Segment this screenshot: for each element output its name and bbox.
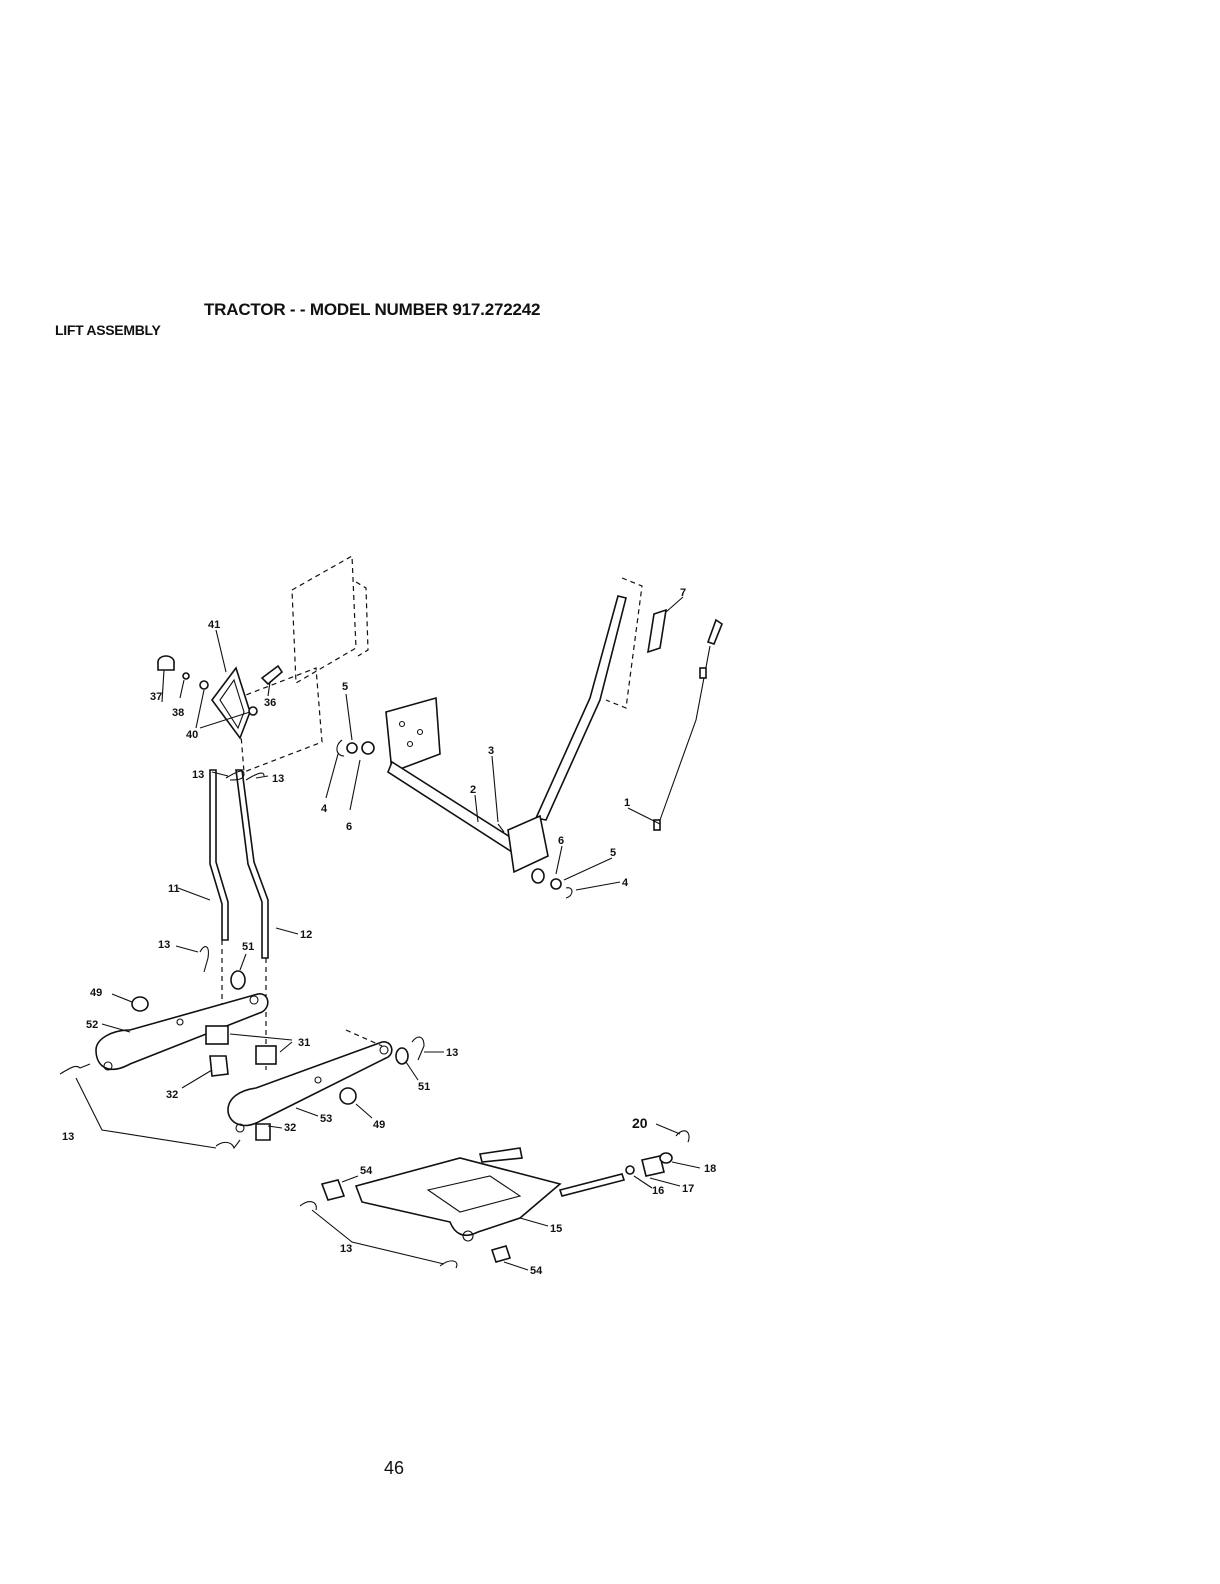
callout-13-b: 13: [272, 773, 284, 785]
callout-13-c: 13: [158, 939, 170, 951]
part-16-nut: [625, 1165, 635, 1175]
part-15-draft-bracket: [354, 1147, 626, 1242]
callout-32-b: 32: [284, 1122, 296, 1134]
callout-49-b: 49: [373, 1119, 385, 1131]
callout-4: 4: [321, 803, 328, 815]
part-40-washer-2: [248, 706, 258, 716]
part-17-ferrule: [641, 1155, 665, 1177]
callout-38: 38: [172, 707, 184, 719]
part-5-washer: [346, 742, 358, 754]
lift-handle: [507, 577, 643, 874]
callout-53: 53: [320, 1113, 332, 1125]
callout-40: 40: [186, 729, 198, 741]
callout-54: 54: [360, 1165, 373, 1177]
callout-11: 11: [168, 883, 180, 895]
callout-1: 1: [624, 797, 630, 809]
part-12-lift-link: [235, 769, 269, 959]
callout-41: 41: [208, 619, 220, 631]
callout-52: 52: [86, 1019, 98, 1031]
part-51-washer-2: [395, 1047, 409, 1065]
part-13-pin-c: [199, 946, 209, 973]
page-title: TRACTOR - - MODEL NUMBER 917.272242: [204, 300, 541, 319]
callout-49: 49: [90, 987, 102, 999]
part-7-grip: [647, 608, 667, 654]
part-38-screw: [182, 672, 190, 680]
callout-36: 36: [264, 697, 276, 709]
part-13-pin-d: [59, 1063, 91, 1075]
part-13-pin-g: [299, 1201, 317, 1211]
part-13-pin-a: [225, 770, 245, 781]
part-20-pin: [675, 1130, 690, 1143]
callout-15: 15: [550, 1223, 562, 1235]
part-36-clip: [260, 664, 284, 686]
part-54-bolt: [320, 1179, 346, 1201]
callout-20: 20: [632, 1115, 648, 1131]
callout-13-e: 13: [446, 1047, 458, 1059]
callout-3: 3: [488, 745, 494, 757]
callout-13-f: 13: [340, 1243, 352, 1255]
part-4-clip: [336, 739, 345, 757]
callout-54-b: 54: [530, 1265, 543, 1277]
part-6-bushing: [361, 741, 375, 755]
part-32-nut: [209, 1055, 229, 1077]
page-number: 46: [384, 1458, 405, 1478]
part-4-clip-2: [565, 887, 573, 899]
part-40-washer: [199, 680, 209, 690]
part-37-knob-base: [157, 662, 175, 671]
part-49-nut: [131, 996, 149, 1012]
part-54-bolt-2: [490, 1245, 512, 1263]
callout-6-b: 6: [558, 835, 564, 847]
alignment-line-3: [345, 1029, 383, 1047]
callout-18: 18: [704, 1163, 716, 1175]
part-52-lift-arm: [95, 993, 269, 1071]
frame-panel: [237, 554, 369, 773]
part-13-pin-f: [215, 1139, 241, 1150]
part-32-nut-2: [255, 1123, 271, 1141]
callout-5: 5: [342, 681, 348, 693]
part-51-washer: [230, 970, 246, 990]
callout-16: 16: [652, 1185, 664, 1197]
callout-32: 32: [166, 1089, 178, 1101]
part-31-trunnion-2: [255, 1045, 277, 1065]
callout-13-a: 13: [192, 769, 204, 781]
callout-17: 17: [682, 1183, 694, 1195]
part-41-bracket: [211, 666, 251, 740]
callout-51: 51: [242, 941, 254, 953]
part-11-lift-link: [209, 769, 229, 941]
callout-37: 37: [150, 691, 162, 703]
part-5-washer-2: [550, 878, 562, 890]
callout-5-b: 5: [610, 847, 616, 859]
part-13-pin-b: [245, 772, 265, 781]
part-13-pin-h: [439, 1260, 458, 1269]
callout-2: 2: [470, 784, 476, 796]
part-53-lift-arm: [227, 1041, 393, 1133]
part-49-nut-2: [339, 1087, 357, 1105]
callout-6: 6: [346, 821, 352, 833]
part-13-pin-e: [411, 1036, 425, 1061]
part-18-nut: [659, 1152, 673, 1164]
part-2-rock-shaft: [385, 696, 520, 854]
callout-labels: 7 1 3 2 5 4 6 6 5 4 41 37 38 40 36 13 13…: [62, 587, 716, 1277]
callout-13-d: 13: [62, 1131, 74, 1143]
callout-7: 7: [680, 587, 686, 599]
callout-31: 31: [298, 1037, 310, 1049]
part-6-bushing-2: [531, 868, 545, 884]
callout-51-b: 51: [418, 1081, 430, 1093]
callout-4-b: 4: [622, 877, 629, 889]
part-1-cable: [653, 618, 723, 831]
leader-lines: [75, 596, 701, 1271]
part-31-trunnion: [205, 1025, 229, 1045]
section-heading: LIFT ASSEMBLY: [55, 322, 161, 338]
part-3-spring-pin: [497, 823, 505, 833]
callout-12: 12: [300, 929, 312, 941]
